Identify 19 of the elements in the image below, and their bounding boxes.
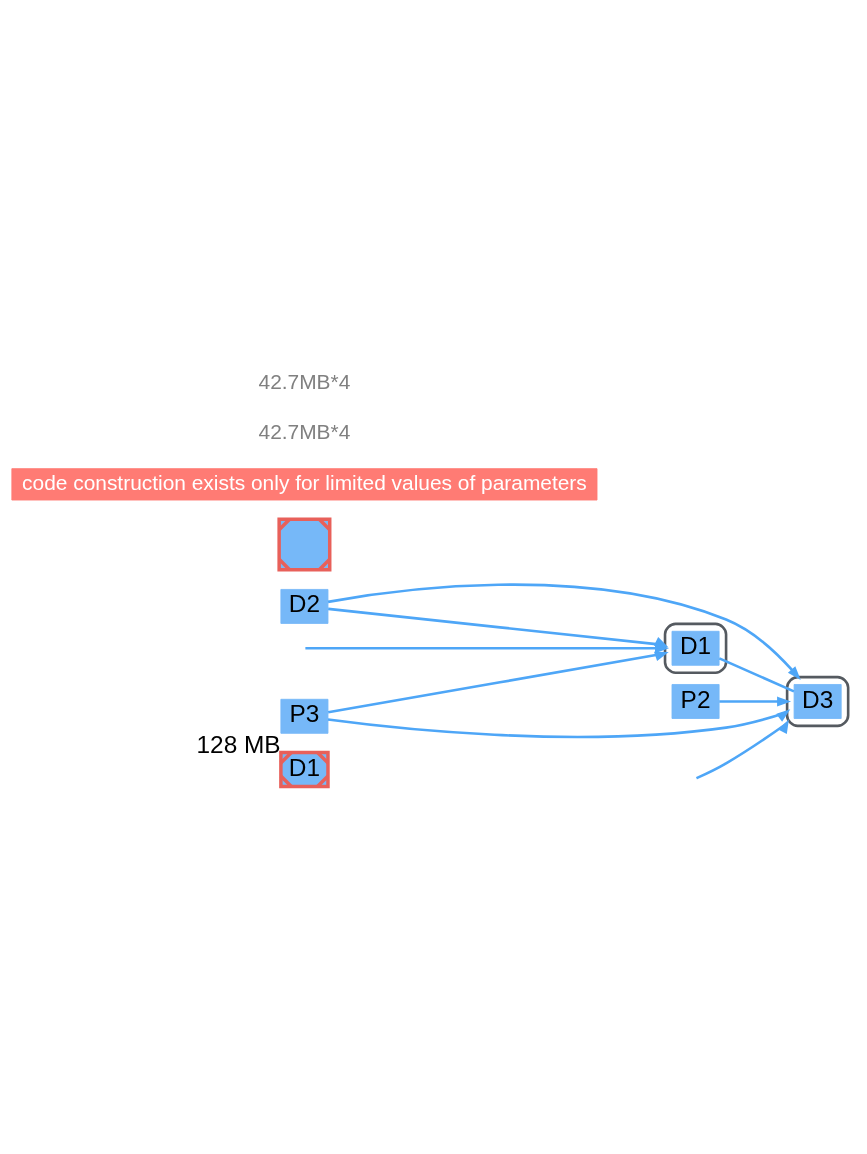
connector <box>718 657 795 693</box>
arrow <box>328 607 669 654</box>
cluster <box>785 675 850 728</box>
node-box: P2 <box>671 684 720 719</box>
label: 42.7MB*4 <box>258 369 351 393</box>
arrow <box>305 637 669 661</box>
arrow <box>328 643 669 714</box>
arrow <box>719 696 792 707</box>
arrow <box>327 583 801 681</box>
node-box: P3 <box>280 698 329 734</box>
node-box: D1 <box>671 630 720 666</box>
node-box: D2 <box>280 589 329 624</box>
arrow <box>695 709 791 780</box>
node-box: D3 <box>793 684 842 719</box>
arrow <box>327 709 791 739</box>
cluster <box>663 622 728 674</box>
node-box: code construction exists only for limited values of parameters <box>11 468 598 501</box>
node-label: 128 MB <box>196 730 281 758</box>
label: 42.7MB*4 <box>258 420 351 444</box>
